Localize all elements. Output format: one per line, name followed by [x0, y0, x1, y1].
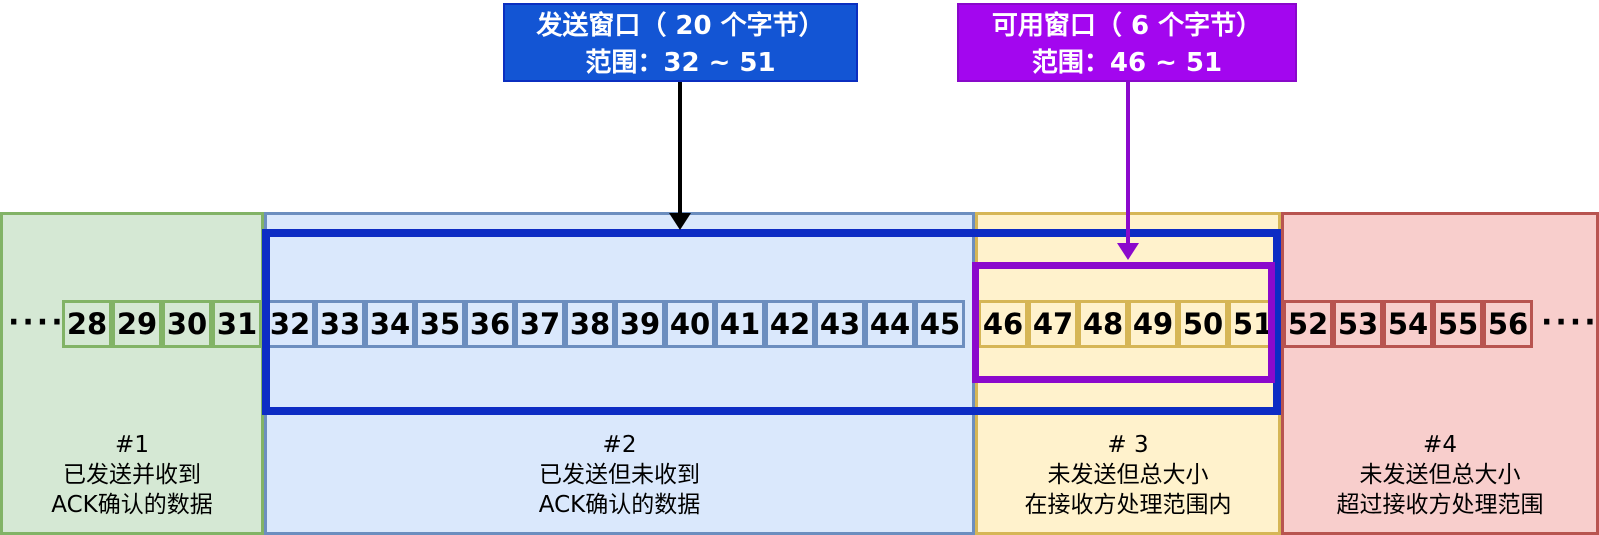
region-sent-unacked-caption: #2 已发送但未收到 ACK确认的数据: [267, 430, 972, 520]
sequence-cell: 54: [1383, 300, 1433, 348]
send-window-arrow-head-icon: [669, 213, 691, 230]
sequence-cell: 55: [1433, 300, 1483, 348]
region-number: #4: [1423, 432, 1457, 458]
sequence-cell: 32: [265, 300, 315, 348]
sequence-cell: 56: [1483, 300, 1533, 348]
send-window-outline: [262, 229, 1281, 415]
sequence-cell: 50: [1178, 300, 1228, 348]
region-number: #2: [602, 432, 637, 458]
sequence-cell: 49: [1128, 300, 1178, 348]
region-caption-line: 已发送但未收到: [539, 462, 700, 488]
region-acked-caption: #1 已发送并收到 ACK确认的数据: [3, 430, 261, 520]
send-window-arrow-line: [678, 82, 682, 214]
send-window-label: 发送窗口（ 20 个字节） 范围：32 ~ 51: [503, 3, 858, 82]
sequence-cell: 33: [315, 300, 365, 348]
sequence-cell: 37: [515, 300, 565, 348]
sequence-cell: 40: [665, 300, 715, 348]
region-beyond: #4 未发送但总大小 超过接收方处理范围: [1281, 212, 1599, 535]
sequence-cell: 41: [715, 300, 765, 348]
sequence-cell: 46: [978, 300, 1028, 348]
sequence-cell: 28: [62, 300, 112, 348]
sequence-cell: 31: [212, 300, 262, 348]
usable-window-arrow-head-icon: [1117, 243, 1139, 260]
sequence-cell: 36: [465, 300, 515, 348]
region-caption-line: 未发送但总大小: [1359, 462, 1521, 488]
sequence-cell: 44: [865, 300, 915, 348]
sequence-cell: 39: [615, 300, 665, 348]
sequence-cell: 48: [1078, 300, 1128, 348]
usable-window-label: 可用窗口（ 6 个字节） 范围：46 ~ 51: [957, 3, 1297, 82]
ellipsis-right: ·····: [1541, 305, 1599, 340]
sequence-cell: 42: [765, 300, 815, 348]
sequence-cell: 47: [1028, 300, 1078, 348]
sequence-cell: 52: [1283, 300, 1333, 348]
usable-window-arrow-line: [1126, 82, 1130, 244]
send-window-label-line2: 范围：32 ~ 51: [585, 48, 776, 78]
send-window-label-line1: 发送窗口（ 20 个字节）: [536, 11, 825, 41]
region-caption-line: 在接收方处理范围内: [1024, 492, 1232, 518]
sequence-cell: 30: [162, 300, 212, 348]
sequence-cell: 43: [815, 300, 865, 348]
usable-window-outline: [972, 262, 1275, 383]
sequence-cell: 53: [1333, 300, 1383, 348]
region-caption-line: 未发送但总大小: [1047, 462, 1209, 488]
region-number: #1: [115, 432, 149, 458]
sequence-cell: 35: [415, 300, 465, 348]
region-acked: #1 已发送并收到 ACK确认的数据: [0, 212, 264, 535]
usable-window-label-line1: 可用窗口（ 6 个字节）: [991, 11, 1263, 41]
region-caption-line: 超过接收方处理范围: [1336, 492, 1544, 518]
sequence-cell: 51: [1228, 300, 1278, 348]
region-caption-line: 已发送并收到: [63, 462, 201, 488]
region-number: # 3: [1107, 432, 1149, 458]
region-sent-unacked: #2 已发送但未收到 ACK确认的数据: [264, 212, 975, 535]
sequence-cell: 34: [365, 300, 415, 348]
sequence-cell: 45: [915, 300, 965, 348]
sequence-cell: 38: [565, 300, 615, 348]
region-caption-line: ACK确认的数据: [51, 492, 213, 518]
usable-window-label-line2: 范围：46 ~ 51: [1031, 48, 1223, 78]
region-caption-line: ACK确认的数据: [538, 492, 701, 518]
region-usable-caption: # 3 未发送但总大小 在接收方处理范围内: [978, 430, 1278, 520]
sequence-cell: 29: [112, 300, 162, 348]
region-beyond-caption: #4 未发送但总大小 超过接收方处理范围: [1284, 430, 1596, 520]
